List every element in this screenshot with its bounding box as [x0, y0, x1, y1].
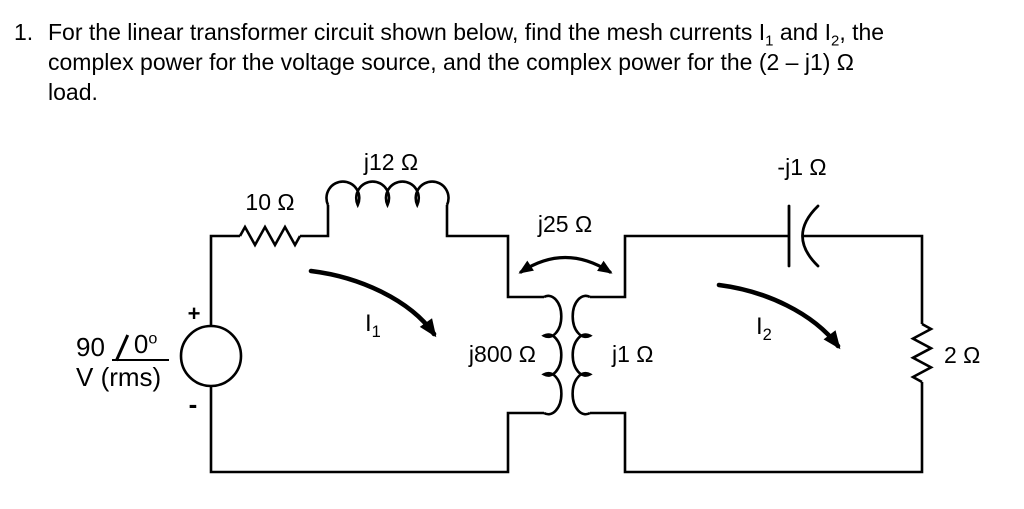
secondary-j1-label: j1 Ω	[611, 341, 654, 367]
mesh-current-1-label: I1	[365, 310, 381, 341]
mesh-current-2-arrow	[716, 282, 841, 350]
problem-line-1: 1. For the linear transformer circuit sho…	[14, 17, 885, 50]
mesh-current-2-label: I2	[756, 313, 772, 344]
line1-text-before: For the linear transformer circuit shown…	[48, 19, 759, 45]
mesh2-subscript: 2	[763, 326, 772, 344]
wire-source-to-resistor	[209, 234, 240, 326]
capacitor-label: -j1 Ω	[777, 154, 826, 180]
source-magnitude: 90	[76, 332, 105, 362]
inductor-j12-label: j12 Ω	[363, 149, 418, 175]
wire-capacitor-to-resistor2	[803, 234, 924, 324]
secondary-coil-j1-symbol	[571, 294, 593, 416]
line1-text-between: and	[773, 19, 825, 45]
source-unit: V (rms)	[76, 362, 162, 392]
source-minus-sign: -	[189, 389, 198, 419]
resistor-2ohm-label: 2 Ω	[944, 342, 980, 368]
primary-coil-j800-symbol	[541, 294, 563, 416]
line1-text-after: , the	[839, 19, 885, 45]
problem-line-2: complex power for the voltage source, an…	[48, 49, 854, 75]
current2-subscript: 2	[831, 32, 840, 50]
phasor-angle-symbol: 0o	[111, 329, 170, 362]
wire-secondary-top-to-capacitor	[590, 234, 789, 299]
angle-slash-icon	[114, 334, 129, 362]
current1-subscript: 1	[765, 32, 774, 50]
resistor-10ohm-label: 10 Ω	[245, 189, 294, 215]
current2-symbol: I	[824, 19, 831, 45]
problem-line-3: load.	[48, 79, 98, 105]
wire-primary-bottom-return	[209, 386, 544, 474]
mesh1-symbol: I	[365, 310, 372, 337]
mutual-j25-label: j25 Ω	[537, 211, 592, 237]
phasor-row: 90 0o	[76, 329, 170, 362]
wire-resistor-to-inductor	[300, 205, 330, 238]
source-angle-value: 0	[133, 329, 149, 359]
resistor-10ohm-symbol	[238, 224, 302, 248]
mesh-current-1-arrow	[308, 268, 437, 338]
problem-statement: 1. For the linear transformer circuit sho…	[14, 17, 884, 107]
wire-inductor-to-primary-coil	[445, 205, 544, 299]
capacitor-right-plate	[801, 204, 820, 268]
resistor-2ohm-symbol	[910, 322, 934, 384]
primary-j800-label: j800 Ω	[468, 341, 536, 367]
mesh1-subscript: 1	[372, 323, 381, 341]
source-angle-degree: o	[148, 329, 158, 348]
mesh2-symbol: I	[756, 313, 763, 340]
inductor-j12-symbol	[325, 180, 450, 209]
voltage-source-circle	[179, 324, 243, 388]
source-plus-sign: +	[188, 301, 201, 326]
current1-symbol: I	[758, 19, 766, 45]
problem-number: 1.	[14, 19, 34, 45]
wire-secondary-bottom-return	[590, 382, 924, 474]
source-value-label: 90 0o V (rms)	[76, 329, 170, 392]
mutual-coupling-arrow	[518, 256, 613, 274]
